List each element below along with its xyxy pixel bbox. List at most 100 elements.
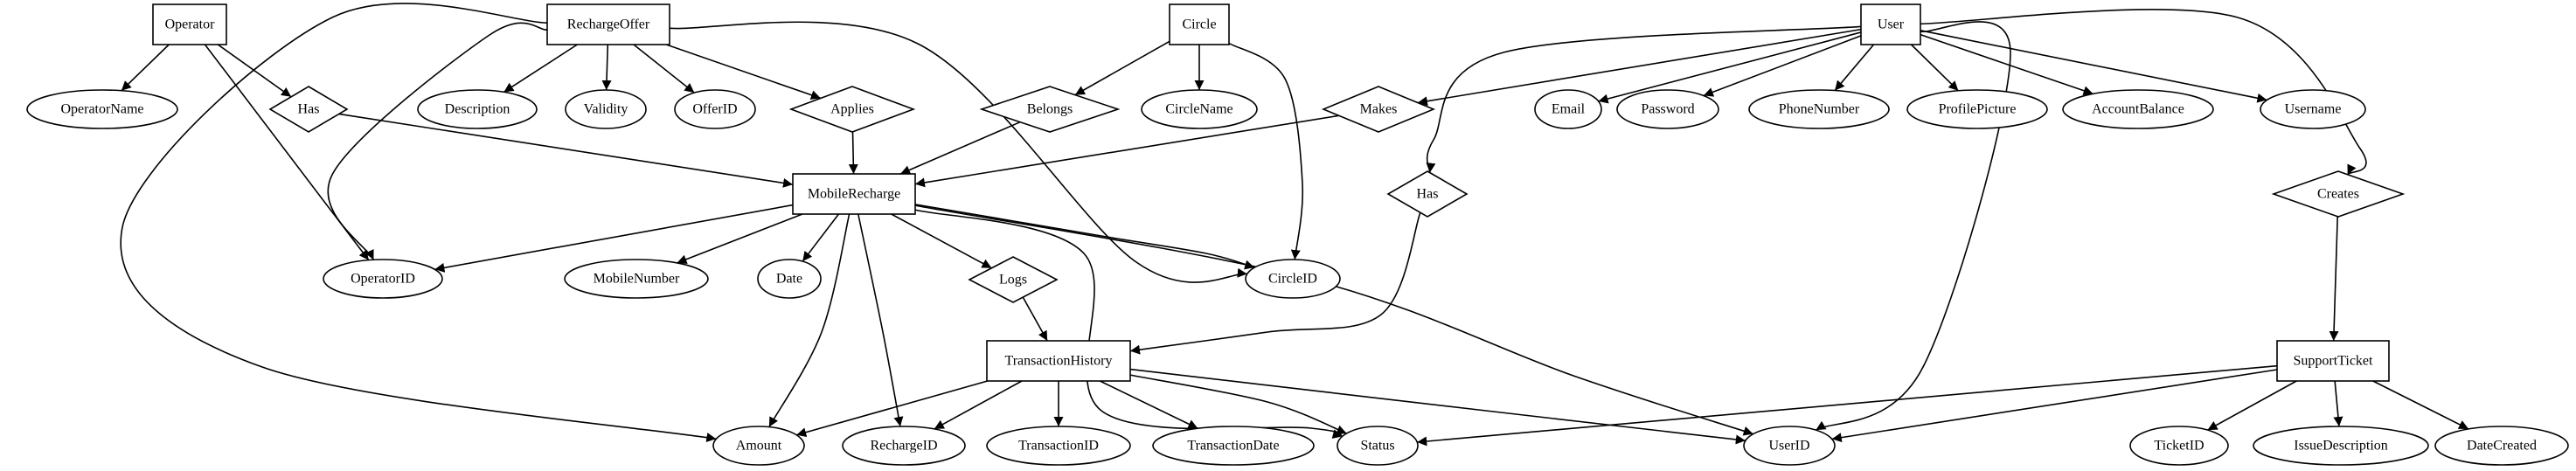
attribute-profilepicture: ProfilePicture [1906, 89, 2048, 129]
attribute-userid-label: UserID [1768, 439, 1809, 454]
edge-transactionhistory-to-userid [1129, 368, 1746, 445]
edge-circle-to-circleid [1228, 42, 1304, 260]
entity-supportticket-label: SupportTicket [2294, 354, 2374, 369]
attribute-transactiondate: TransactionDate [1152, 426, 1315, 466]
edge-rechargeoffer-to-offerid [633, 44, 695, 94]
attribute-rechargeid-shape [842, 426, 966, 466]
attribute-mobilenumber-label: MobileNumber [594, 272, 680, 287]
attribute-operatorid: OperatorID [323, 259, 443, 299]
attribute-rechargeid: RechargeID [842, 426, 966, 466]
attribute-operatorid-shape [323, 259, 443, 299]
edge-operator-to-has_operator [217, 44, 292, 98]
edge-rechargeoffer-to-operatorid [327, 22, 548, 260]
attribute-datecreated-shape [2434, 426, 2569, 466]
edge-belongs-to-mobilerecharge [899, 121, 1021, 175]
entity-mobilerecharge-label: MobileRecharge [808, 187, 900, 202]
attribute-email: Email [1534, 89, 1602, 129]
attribute-circleid-label: CircleID [1268, 272, 1317, 287]
edge-mobilerecharge-to-rechargeid [858, 213, 904, 427]
edge-creates-to-supportticket [2329, 216, 2339, 342]
edge-has_operator-to-mobilerecharge [338, 113, 794, 188]
attribute-validity: Validity [565, 89, 647, 129]
relationship-makes-shape [1321, 86, 1436, 133]
attribute-mobilenumber-shape [564, 259, 709, 299]
edge-mobilerecharge-to-logs [891, 213, 992, 269]
attribute-username-shape [2260, 89, 2366, 129]
relationship-creates-label: Creates [2317, 187, 2359, 202]
attribute-date: Date [757, 259, 822, 299]
attribute-validity-label: Validity [584, 102, 628, 117]
relationship-belongs-shape [979, 86, 1121, 133]
edge-operator-to-operatorname [121, 44, 170, 92]
edge-supportticket-to-datecreated [2372, 380, 2469, 430]
attribute-password: Password [1616, 89, 1719, 129]
entity-rechargeoffer: RechargeOffer [546, 3, 670, 45]
attribute-ticketid: TicketID [2129, 426, 2229, 466]
edge-user-to-phonenumber [1834, 44, 1875, 92]
attribute-transactiondate-label: TransactionDate [1187, 439, 1279, 454]
relationship-logs-label: Logs [999, 273, 1027, 287]
relationship-belongs-label: Belongs [1027, 102, 1073, 117]
entity-transactionhistory-label: TransactionHistory [1005, 354, 1113, 369]
relationship-creates: Creates [2271, 170, 2406, 218]
edge-has_user-to-transactionhistory [1129, 211, 1421, 355]
entity-rechargeoffer-shape [546, 3, 670, 45]
attribute-status: Status [1337, 426, 1419, 466]
edge-mobilerecharge-to-operatorid [434, 204, 794, 273]
entity-circle: Circle [1169, 3, 1230, 45]
edge-mobilerecharge-to-date [802, 213, 840, 262]
attribute-rechargeid-label: RechargeID [871, 439, 938, 454]
edge-user-to-has_user [1426, 25, 1862, 173]
attribute-userid: UserID [1743, 426, 1836, 466]
edges-layer [120, 3, 2469, 447]
edge-rechargeoffer-to-circleid [669, 21, 1247, 283]
relationship-has_operator-label: Has [298, 102, 320, 117]
edge-mobilerecharge-to-mobilenumber [677, 213, 803, 265]
attribute-userid-shape [1743, 426, 1836, 466]
edge-applies-to-mobilerecharge [848, 131, 858, 175]
attribute-email-shape [1534, 89, 1602, 129]
attribute-transactionid-shape [986, 426, 1131, 466]
entity-circle-label: Circle [1182, 17, 1216, 32]
edge-mobilerecharge-to-amount [768, 213, 851, 427]
attribute-accountbalance-shape [2062, 89, 2214, 129]
relationship-has_user-shape [1386, 170, 1469, 218]
attribute-operatorname: OperatorName [26, 89, 178, 129]
attribute-issuedescription: IssueDescription [2253, 426, 2429, 466]
relationship-has_operator: Has [268, 86, 349, 133]
attribute-transactionid: TransactionID [986, 426, 1131, 466]
edge-mobilerecharge-to-status [914, 209, 1344, 439]
relationship-applies-label: Applies [830, 102, 874, 117]
relationship-belongs: Belongs [979, 86, 1121, 133]
edge-supportticket-to-status [1417, 364, 2278, 447]
relationship-applies: Applies [788, 86, 916, 133]
attribute-circlename-label: CircleName [1165, 102, 1232, 117]
attribute-password-shape [1616, 89, 1719, 129]
entity-circle-shape [1169, 3, 1230, 45]
attribute-accountbalance: AccountBalance [2062, 89, 2214, 129]
edge-mobilerecharge-to-userid [914, 204, 1753, 436]
attribute-transactiondate-shape [1152, 426, 1315, 466]
relationship-has_user-label: Has [1417, 187, 1439, 202]
attribute-offerid-label: OfferID [692, 102, 737, 117]
attribute-date-shape [757, 259, 822, 299]
attribute-status-shape [1337, 426, 1419, 466]
edge-logs-to-transactionhistory [1022, 296, 1048, 342]
attribute-datecreated-label: DateCreated [2467, 439, 2537, 454]
attribute-profilepicture-shape [1906, 89, 2048, 129]
attribute-date-label: Date [776, 272, 802, 287]
entity-user-label: User [1878, 17, 1905, 32]
entity-user: User [1860, 3, 1921, 45]
attribute-circlename: CircleName [1141, 89, 1258, 129]
edge-supportticket-to-ticketid [2207, 380, 2297, 431]
relationship-logs: Logs [968, 256, 1059, 303]
attribute-issuedescription-label: IssueDescription [2294, 439, 2388, 454]
attribute-phonenumber-label: PhoneNumber [1779, 102, 1860, 117]
edge-rechargeoffer-to-amount [120, 3, 717, 442]
attribute-offerid-shape [674, 89, 756, 129]
entity-mobilerecharge: MobileRecharge [792, 173, 916, 215]
attribute-offerid: OfferID [674, 89, 756, 129]
attribute-operatorname-shape [26, 89, 178, 129]
entity-operator-shape [152, 3, 227, 45]
